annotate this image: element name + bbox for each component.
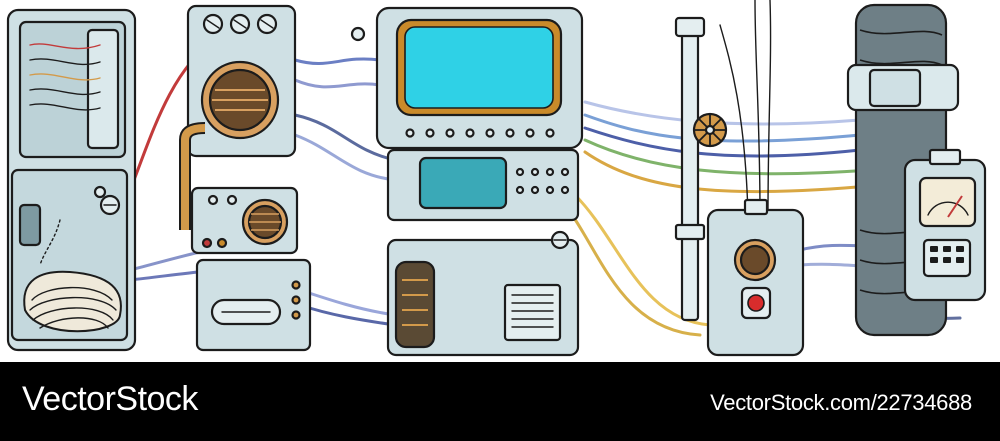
crt-monitor xyxy=(350,6,584,150)
watermark-banner: VectorStock VectorStock.com/22734688 xyxy=(0,362,1000,441)
left-cabinet xyxy=(6,8,137,352)
brand-logo-text: VectorStock xyxy=(22,380,198,418)
power-box xyxy=(706,0,805,357)
retro-machinery-illustration xyxy=(6,0,987,357)
fan-panel xyxy=(186,4,297,158)
coiled-hose xyxy=(23,270,122,333)
speaker-box xyxy=(190,186,299,255)
image-id-text: VectorStock.com/22734688 xyxy=(710,390,972,415)
lower-cabinet xyxy=(195,258,312,352)
gauge-box xyxy=(903,148,987,302)
control-console xyxy=(386,148,580,357)
valve-pipe xyxy=(674,16,728,322)
